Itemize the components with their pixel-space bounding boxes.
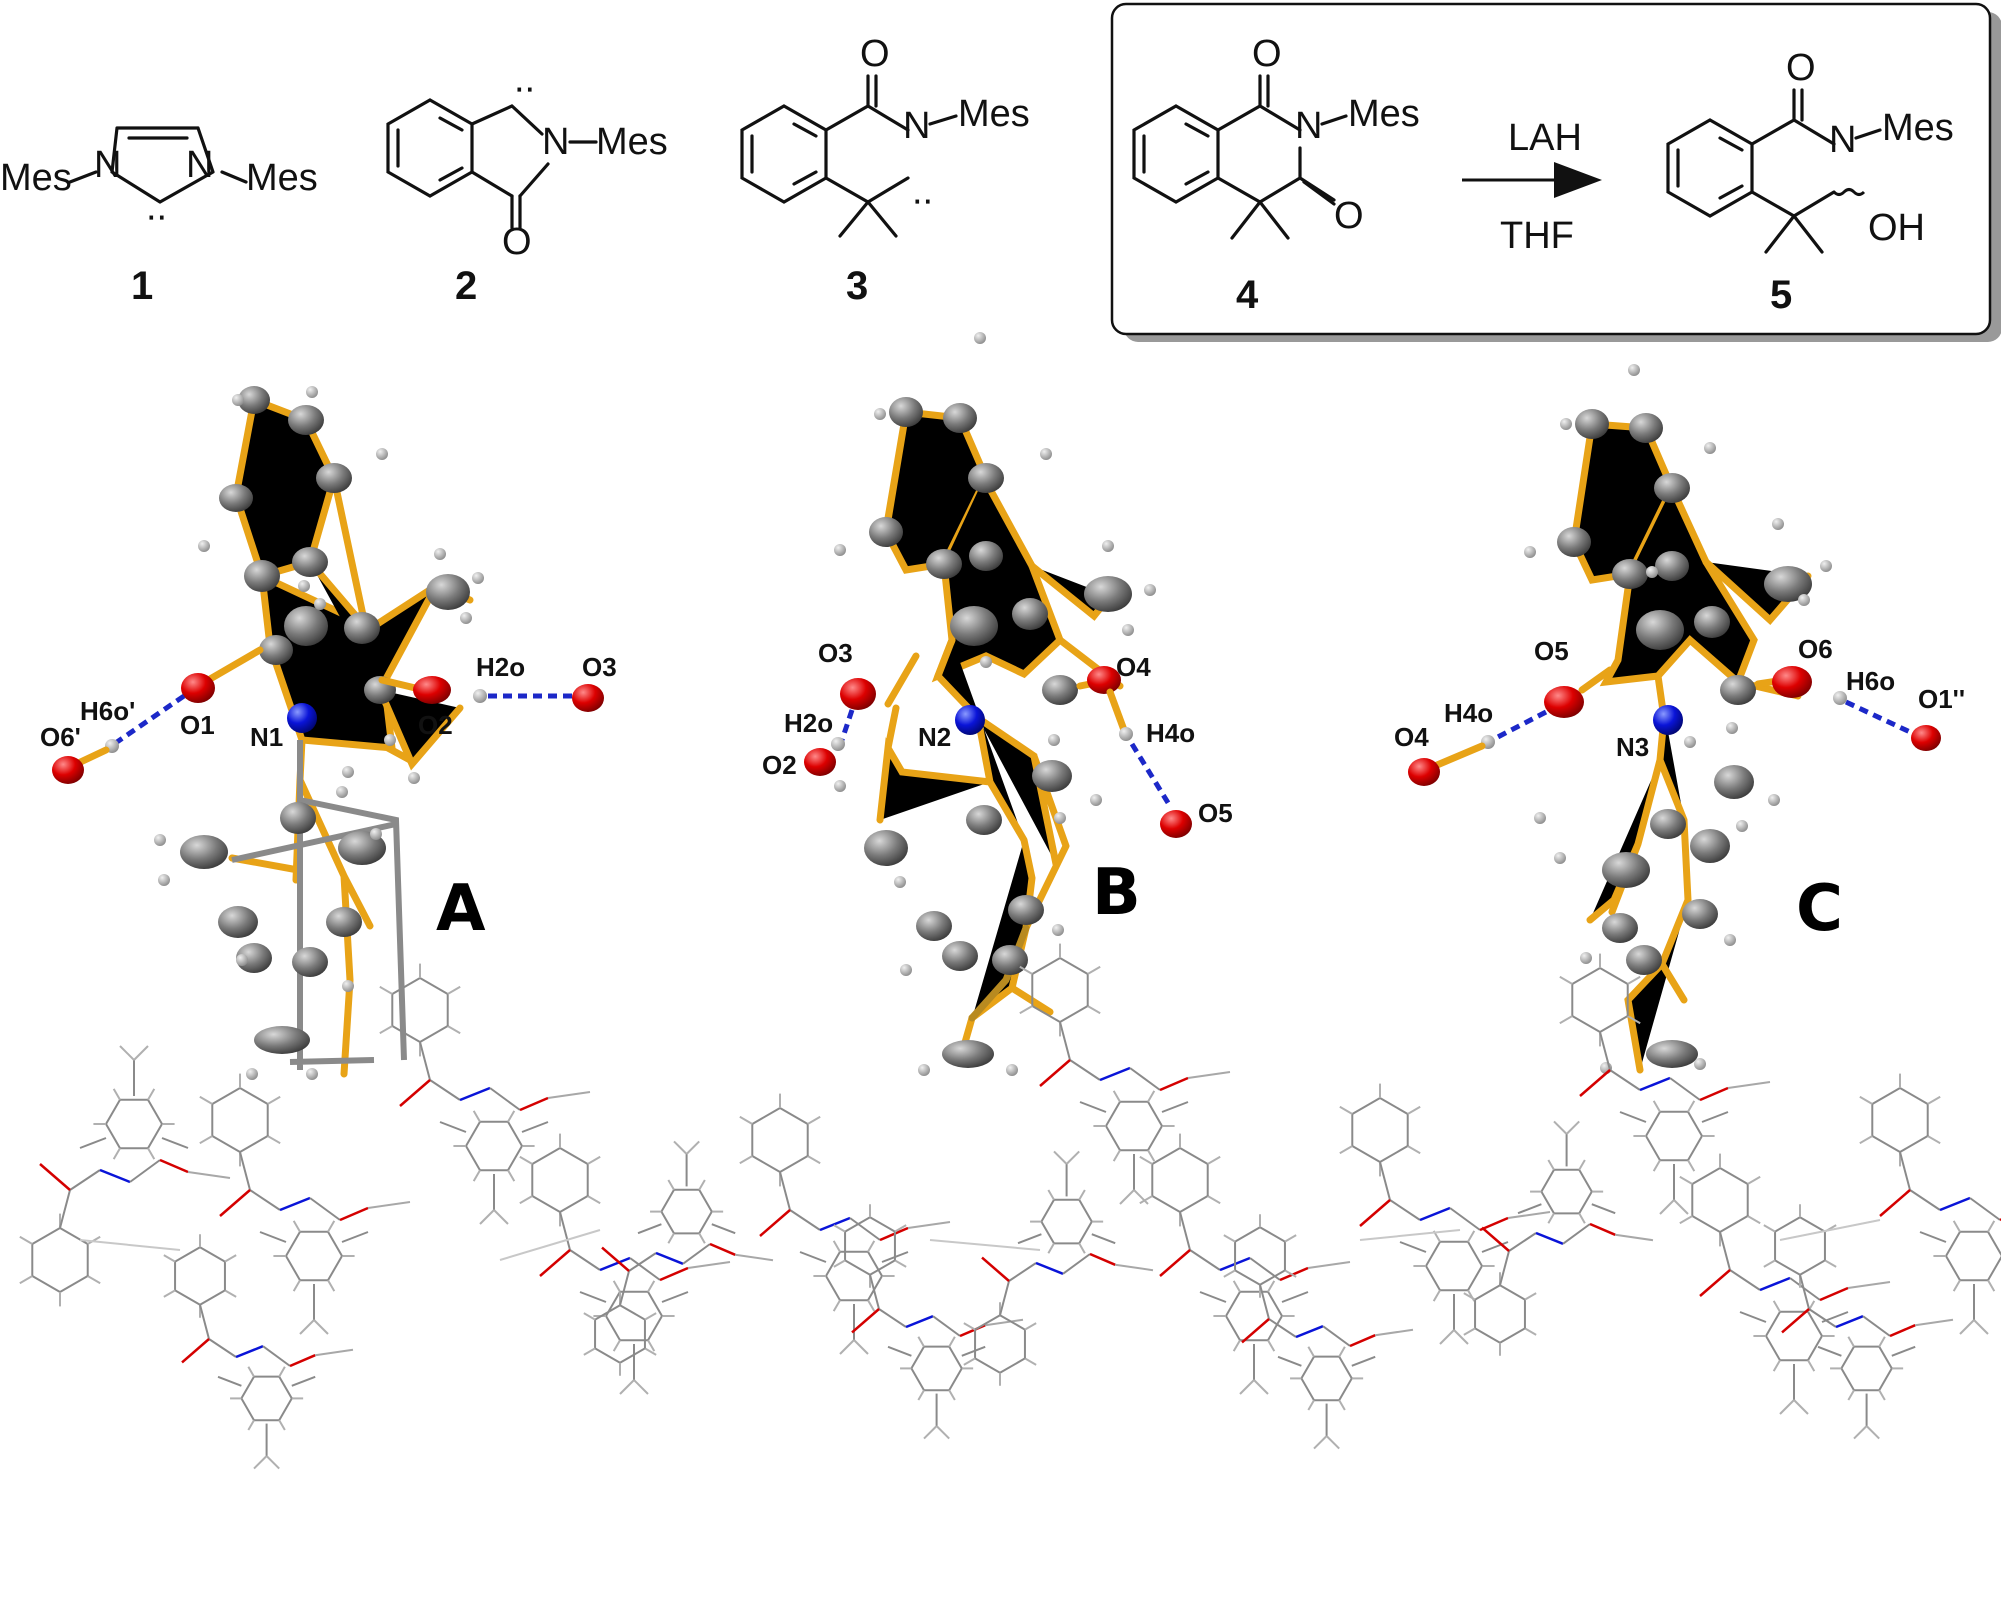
compound-5-mes: Mes (1882, 107, 1954, 149)
structure-3: O N Mes ∙∙ 3 (740, 33, 1030, 308)
compound-4-mes: Mes (1348, 93, 1420, 135)
panel-c-atom-1: O4 (1394, 722, 1429, 752)
structure-2-o: O (502, 221, 532, 263)
panel-b-atom-3: O2 (762, 750, 797, 780)
panel-a-atom-7: O3 (582, 652, 617, 682)
compound-4: O N Mes O 4 (1132, 33, 1420, 317)
crystal-structure-a: O6' H6o' O1 N1 O2 H2o O3 A (40, 386, 617, 1080)
panel-b-label: B (1092, 856, 1141, 930)
panel-c-atom-3: O5 (1534, 636, 1569, 666)
compound-5: O N Mes OH 5 (1666, 47, 1954, 317)
structure-2-mes: Mes (596, 121, 668, 163)
packing-diagram (19, 943, 2001, 1470)
compound-5-o-top: O (1786, 47, 1816, 89)
structure-1-mes-left: Mes (0, 157, 72, 199)
structure-3-label: 3 (846, 264, 868, 308)
carbene-dots-3: ∙∙ (912, 179, 933, 221)
reagent-label: LAH (1508, 117, 1582, 159)
compound-5-label: 5 (1770, 273, 1792, 317)
panel-b-atom-7: O5 (1198, 798, 1233, 828)
panel-b-atom-5: O4 (1116, 652, 1151, 682)
structure-1-label: 1 (131, 264, 153, 308)
compound-4-o-top: O (1252, 33, 1282, 75)
panel-c-atom-4: N3 (1616, 732, 1649, 762)
carbene-dots: ∙∙ (146, 195, 167, 237)
structure-1-mes-right: Mes (246, 157, 318, 199)
structure-2: N Mes O ∙∙ 2 (386, 67, 668, 308)
structure-2-label: 2 (455, 264, 477, 308)
structure-3-o: O (860, 33, 890, 75)
panel-a-label: A (436, 872, 486, 946)
compound-5-oh: OH (1868, 207, 1925, 249)
panel-c-atom-6: H6o (1846, 666, 1895, 696)
panel-c-atom-7: O1'' (1918, 684, 1965, 714)
carbene-dots-2: ∙∙ (514, 67, 535, 109)
compound-4-n: N (1295, 105, 1322, 147)
structure-1: N N ∙∙ Mes Mes 1 (0, 126, 318, 308)
structure-1-n-right: N (186, 144, 213, 186)
panel-a-atom-4: N1 (250, 722, 283, 752)
panel-a-atom-6: H2o (476, 652, 525, 682)
panel-a-atom-2: H6o' (80, 696, 135, 726)
panel-b-atom-4: N2 (918, 722, 951, 752)
panel-c-atom-5: O6 (1798, 634, 1833, 664)
panel-b-atom-6: H4o (1146, 718, 1195, 748)
structure-3-n: N (903, 105, 930, 147)
crystal-structure-b: O3 H2o O2 N2 O4 H4o O5 B (762, 332, 1233, 1076)
structure-3-mes: Mes (958, 93, 1030, 135)
reaction-box: O N Mes O 4 LAH THF O N Mes OH 5 (1110, 2, 2001, 342)
panel-a-atom-5: O2 (418, 710, 453, 740)
structure-1-n-left: N (94, 144, 121, 186)
panel-b-atom-2: H2o (784, 708, 833, 738)
compound-5-n: N (1829, 119, 1856, 161)
compound-4-o-right: O (1334, 195, 1364, 237)
compound-4-label: 4 (1236, 273, 1259, 317)
crystal-structure-c: O4 H4o O5 N3 O6 H6o O1'' C (1394, 364, 1965, 1074)
panel-a-atom-3: O1 (180, 710, 215, 740)
panel-c-label: C (1796, 872, 1843, 946)
solvent-label: THF (1500, 215, 1574, 257)
panel-c-atom-2: H4o (1444, 698, 1493, 728)
panel-a-atom-1: O6' (40, 722, 81, 752)
structure-2-n: N (542, 121, 569, 163)
panel-b-atom-1: O3 (818, 638, 853, 668)
reaction-arrow: LAH THF (1462, 117, 1602, 257)
